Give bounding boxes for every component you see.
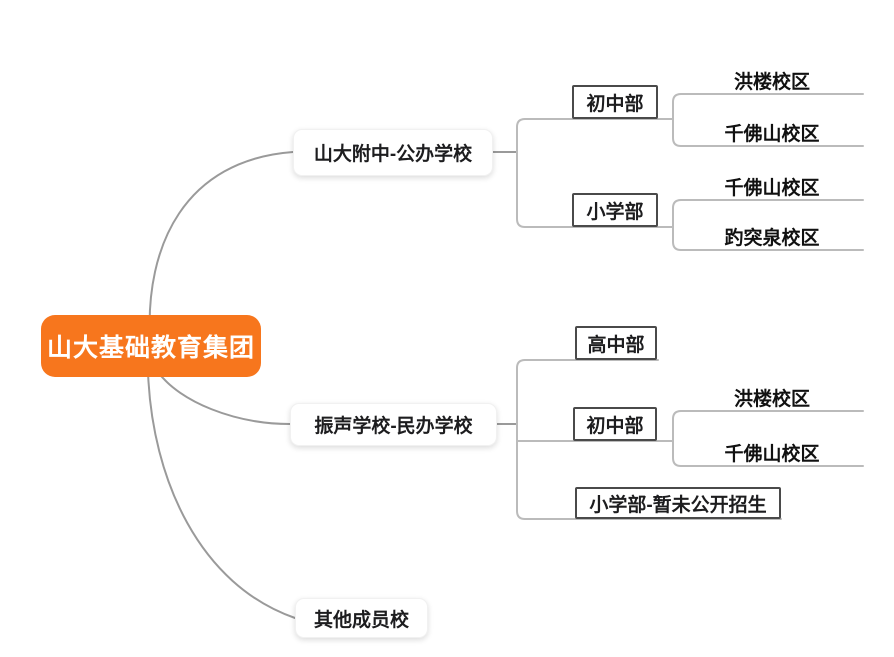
campus-public-primary-baotuquan[interactable]: 趵突泉校区 <box>724 227 820 249</box>
division-private-junior-high[interactable]: 初中部 <box>573 407 657 441</box>
division-private-primary-closed[interactable]: 小学部-暂未公开招生 <box>575 487 781 519</box>
division-private-senior-high[interactable]: 高中部 <box>575 326 657 360</box>
branch-topic-private-school[interactable]: 振声学校-民办学校 <box>290 403 497 446</box>
root-curve-to-others <box>147 371 296 619</box>
bracket-private-divisions <box>516 359 526 520</box>
bracket-public-junior-campuses <box>672 93 682 147</box>
branch-topic-public-school[interactable]: 山大附中-公办学校 <box>293 129 493 176</box>
bracket-private-junior-campuses <box>672 410 682 467</box>
campus-public-primary-qianfoshan[interactable]: 千佛山校区 <box>724 177 820 199</box>
division-public-primary[interactable]: 小学部 <box>572 193 658 227</box>
division-public-junior-high[interactable]: 初中部 <box>572 85 658 119</box>
campus-public-junior-honglou[interactable]: 洪楼校区 <box>733 71 810 93</box>
campus-private-junior-honglou[interactable]: 洪楼校区 <box>733 388 810 410</box>
root-curve-to-private <box>157 371 291 425</box>
bracket-public-divisions <box>516 118 526 228</box>
campus-public-junior-qianfoshan[interactable]: 千佛山校区 <box>724 123 820 145</box>
campus-private-junior-qianfoshan[interactable]: 千佛山校区 <box>724 443 820 465</box>
root-curve-to-public <box>148 151 294 341</box>
branch-topic-other-members[interactable]: 其他成员校 <box>295 598 428 638</box>
root-topic[interactable]: 山大基础教育集团 <box>41 315 261 377</box>
bracket-public-primary-campuses <box>672 199 682 251</box>
